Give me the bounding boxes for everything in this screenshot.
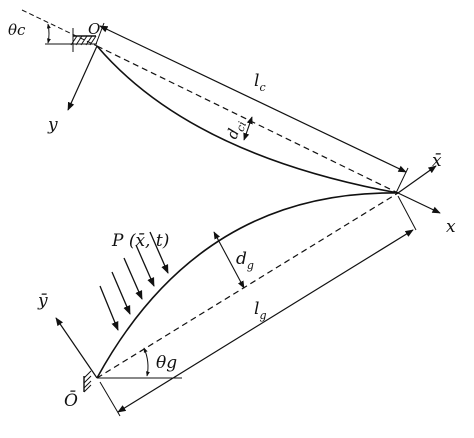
top-fixed-support [70, 28, 97, 52]
x-bar-axis-arrow [397, 165, 437, 194]
distributed-load-arrows [99, 231, 169, 331]
lg-label: lg [254, 299, 266, 322]
x-axis-arrow [397, 192, 441, 214]
theta-g-label: θg [156, 353, 177, 373]
theta-g-angle-arc [143, 347, 150, 377]
theta-c-angle-arc [46, 23, 51, 44]
dg-label: dg [236, 249, 254, 272]
top-cable-curve [96, 45, 399, 194]
theta-c-dashed-ref [21, 9, 98, 47]
dci-dimension-line [243, 116, 253, 141]
top-cable-chord [96, 45, 399, 194]
load-label: P (x̄, t) [111, 231, 169, 251]
origin-top-label: O [88, 20, 100, 38]
bottom-fixed-support [83, 370, 92, 393]
bottom-cable-chord [96, 192, 399, 379]
lg-dimension-line [117, 229, 414, 413]
lg-extension-bottom [99, 381, 121, 417]
top-y-axis-arrow [67, 45, 98, 111]
lg-extension-top [397, 195, 417, 231]
origin-bottom-label: Ō [64, 390, 78, 411]
theta-c-label: θc [8, 21, 26, 39]
lc-label: lc [254, 71, 266, 94]
y-bar-label: ȳ [37, 291, 48, 311]
x-bar-label: x̄ [432, 151, 442, 171]
y-bar-axis-arrow [55, 317, 98, 379]
lc-dimension-line [99, 25, 407, 173]
dci-label: dci [223, 117, 249, 142]
x-label: x [446, 217, 456, 237]
y-top-label: y [47, 115, 58, 135]
lc-extension-bottom [395, 167, 409, 194]
